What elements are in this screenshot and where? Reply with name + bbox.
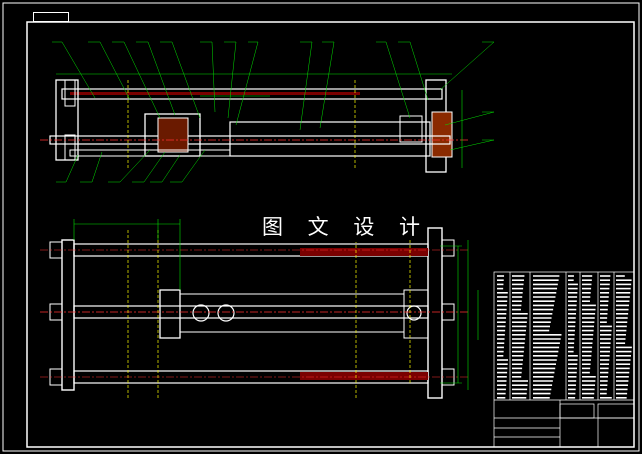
inner-border [26,21,635,448]
plan-bolt-1 [192,304,210,322]
title-block [493,271,635,448]
plan-dimensions [73,219,479,390]
title-block-name [598,418,632,428]
top-left-nut-1 [64,79,76,107]
plan-right-nut-top [441,239,455,257]
title-name-box [559,403,595,419]
top-rod-upper [61,88,443,100]
plan-bolt-2 [217,304,235,322]
title-code-box [597,403,635,419]
top-section-view [40,41,495,183]
bottom-plan-view [40,219,479,399]
parts-list-frame [493,271,635,448]
top-cylinder-body [229,121,431,157]
top-rod-lower [69,149,231,157]
top-left-nut-2 [64,134,76,161]
plan-right-end-plate [427,227,443,399]
top-right-block [431,111,453,158]
watermark-text: 图 文 设 计 [262,212,420,242]
top-rod-end [399,115,423,143]
top-piston-hatch [157,117,189,153]
plan-rod-bot-step [300,372,428,380]
drawing-tag [33,12,69,22]
parts-list-rows [497,275,632,399]
plan-carriage-bar [179,293,405,333]
plan-rod-top-step [300,248,428,256]
top-leaders [52,41,495,183]
plan-bolt-3 [406,305,422,321]
plan-left-end-plate [61,239,75,391]
top-rod-upper-red [70,92,360,95]
technical-notes [514,208,634,210]
plan-carriage [159,289,181,339]
